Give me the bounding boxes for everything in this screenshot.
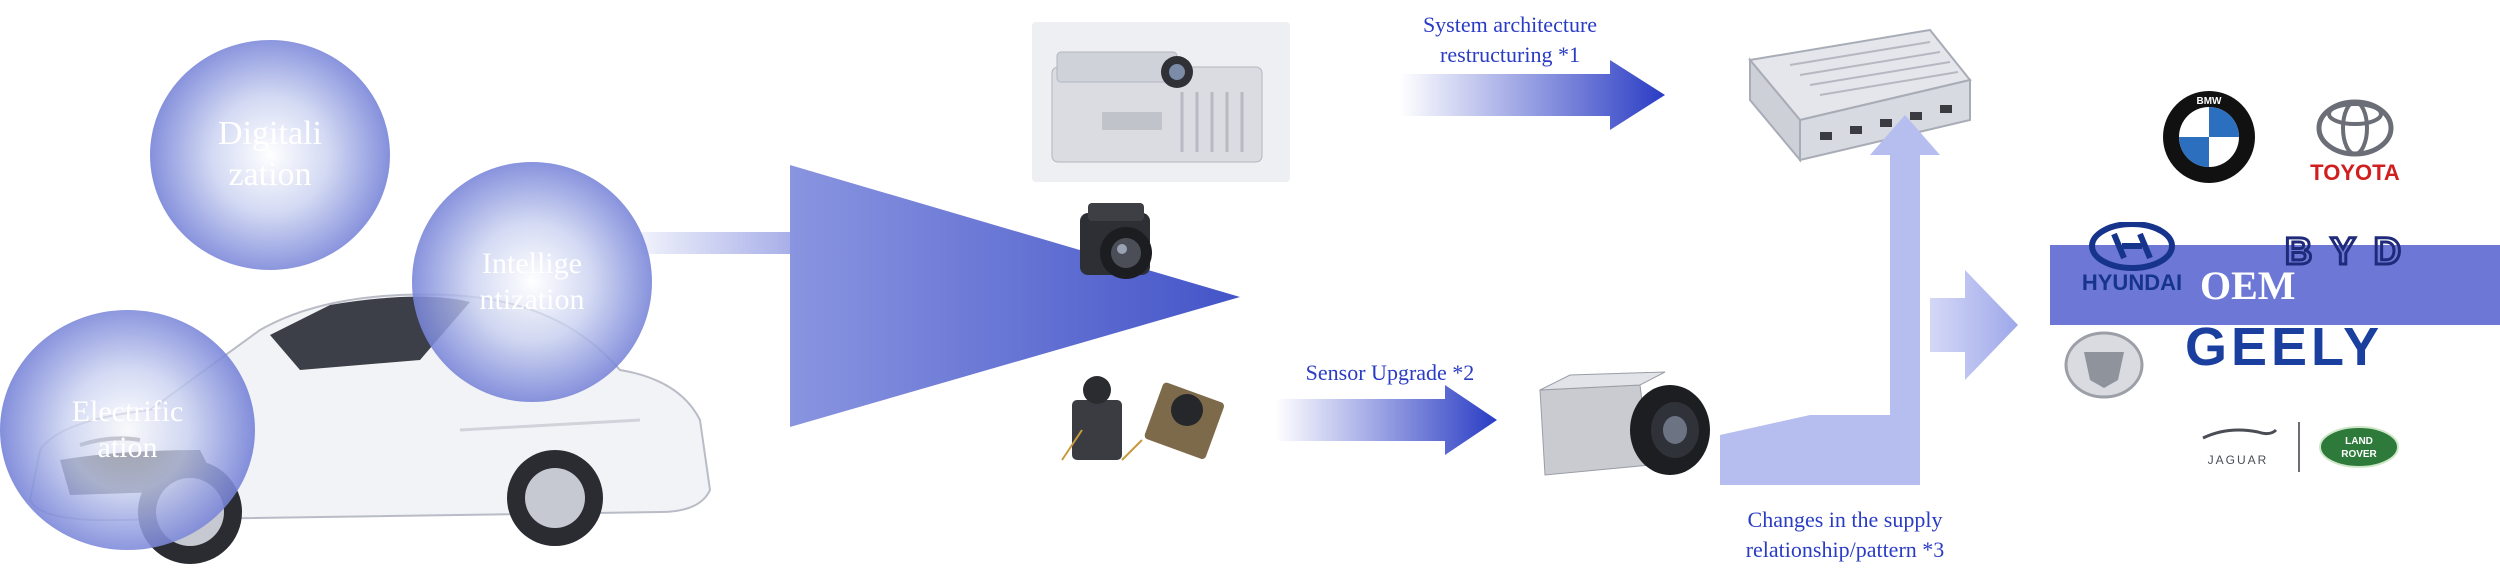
land-rover-logo: LAND ROVER bbox=[2318, 425, 2400, 469]
toyota-logo: TOYOTA bbox=[2285, 90, 2425, 190]
geely-shield-logo bbox=[2062, 330, 2147, 400]
byd-logo-text: BYD bbox=[2285, 232, 2419, 272]
electrification-line2: ation bbox=[97, 431, 158, 464]
domain-controller-image bbox=[1730, 20, 1980, 170]
system-architecture-line1: System architecture bbox=[1422, 12, 1598, 37]
connector-band bbox=[640, 232, 800, 254]
ecu-module-image bbox=[1032, 22, 1290, 182]
industrial-camera-image bbox=[1530, 370, 1715, 485]
intelligentization-line2: ntization bbox=[479, 283, 585, 316]
byd-logo: BYD bbox=[2245, 230, 2460, 275]
oem-label: OEM bbox=[2200, 263, 2296, 308]
system-architecture-line2: restructuring *1 bbox=[1440, 41, 1580, 67]
digitalization-line1: Digitali bbox=[218, 115, 322, 153]
sensor-upgrade-label: Sensor Upgrade *2 bbox=[1305, 360, 1475, 385]
jaguar-logo: JAGUAR bbox=[2188, 420, 2288, 470]
land-rover-logo-line2: ROVER bbox=[2341, 449, 2377, 460]
supply-relationship-band bbox=[1720, 115, 1940, 485]
convergence-arrow bbox=[790, 165, 1240, 427]
hyundai-logo: HYUNDAI bbox=[2052, 221, 2212, 297]
electrification-line1: Electrific bbox=[71, 395, 184, 428]
sensor-boards-image bbox=[1052, 360, 1232, 480]
supply-relationship-line2: relationship/pattern *3 bbox=[1745, 536, 1945, 562]
system-architecture-arrow bbox=[1400, 60, 1665, 130]
hyundai-logo-text: HYUNDAI bbox=[2082, 270, 2182, 295]
jaguar-logo-text: JAGUAR bbox=[2208, 453, 2269, 467]
geely-wordmark: GEELY bbox=[2185, 317, 2384, 377]
toyota-logo-text: TOYOTA bbox=[2310, 160, 2400, 185]
digitalization-line2: zation bbox=[228, 156, 312, 193]
system-architecture-label: System architecture restructuring *1 bbox=[1380, 10, 1640, 69]
oem-arrow bbox=[1930, 270, 2018, 380]
supply-relationship-label: Changes in the supply relationship/patte… bbox=[1705, 505, 1985, 564]
logo-divider bbox=[2298, 422, 2300, 472]
supply-relationship-line1: Changes in the supply bbox=[1747, 507, 1943, 532]
intelligentization-line1: Intellige bbox=[482, 247, 582, 280]
bmw-logo-text: BMW bbox=[2197, 96, 2223, 107]
sensor-upgrade-arrow bbox=[1275, 385, 1497, 455]
land-rover-logo-line1: LAND bbox=[2345, 436, 2373, 447]
bmw-logo: BMW bbox=[2162, 90, 2256, 184]
small-camera-image bbox=[1068, 195, 1178, 295]
oem-band bbox=[2050, 245, 2500, 325]
